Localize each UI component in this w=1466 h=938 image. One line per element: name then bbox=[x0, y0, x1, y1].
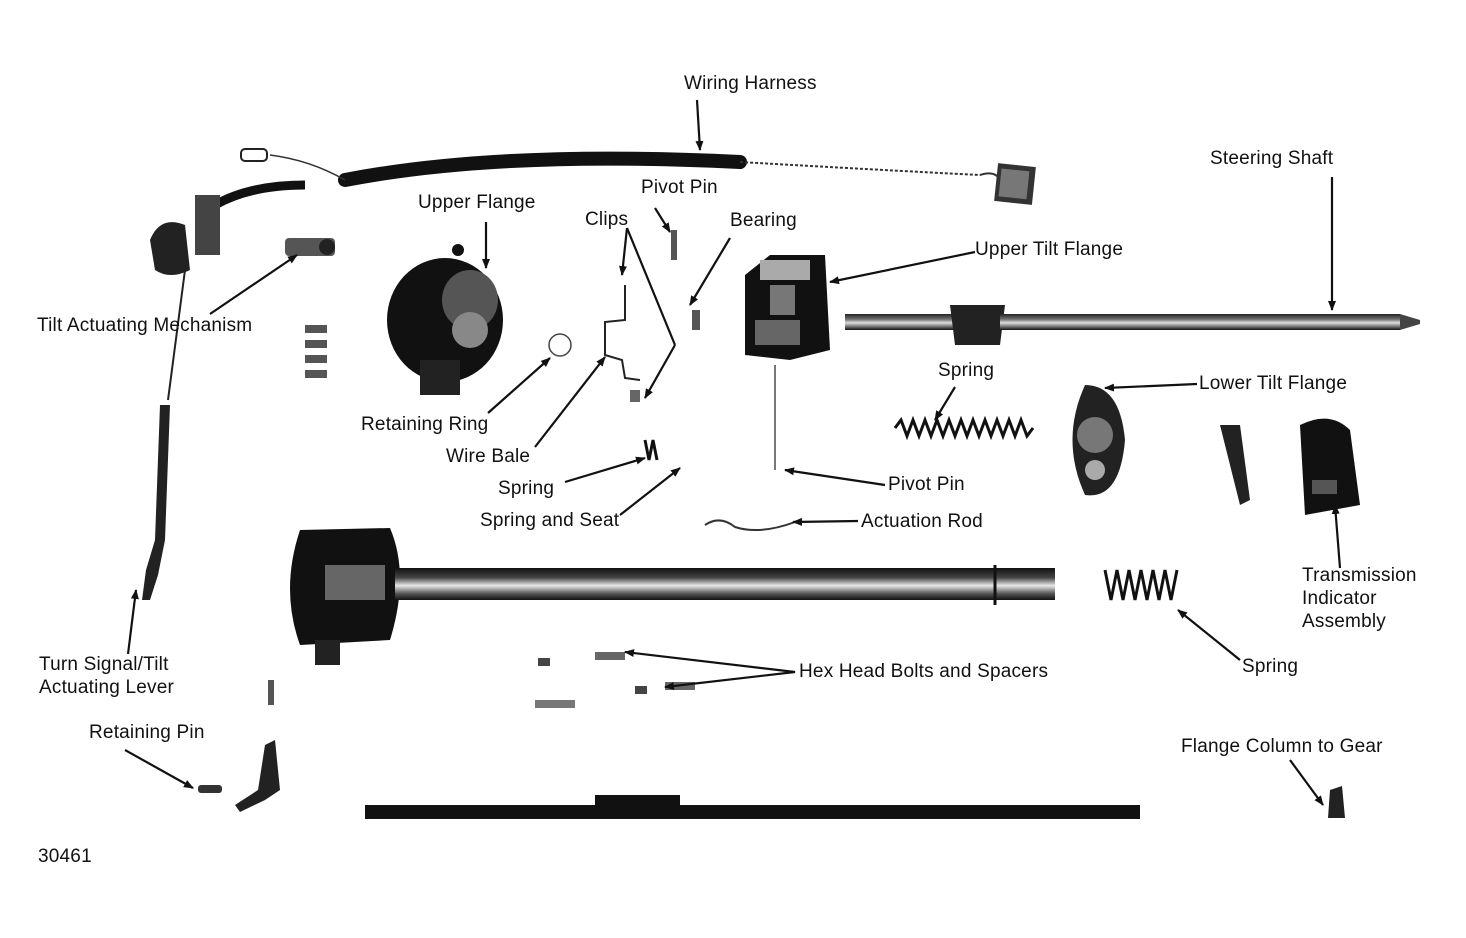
turn-signal-line1: Turn Signal/Tilt bbox=[39, 654, 169, 675]
lower-tilt-flange-part bbox=[1072, 385, 1250, 505]
lower-tilt-flange-label: Lower Tilt Flange bbox=[1199, 373, 1348, 394]
transmission-indicator-label: Transmission Indicator Assembly bbox=[1302, 564, 1442, 633]
flange-column-label: Flange Column to Gear bbox=[1181, 736, 1383, 757]
figure-number: 30461 bbox=[38, 846, 92, 867]
wiring-harness-label: Wiring Harness bbox=[684, 73, 817, 94]
wire-bale-part bbox=[604, 230, 700, 402]
actuation-rod-label: Actuation Rod bbox=[861, 511, 983, 532]
retaining-pin-part bbox=[198, 680, 280, 812]
spring-right-label: Spring bbox=[1242, 656, 1299, 677]
hex-head-bolts-label: Hex Head Bolts and Spacers bbox=[799, 661, 1049, 682]
turn-signal-lever-label: Turn Signal/Tilt Actuating Lever bbox=[39, 653, 219, 699]
turn-signal-line2: Actuating Lever bbox=[39, 677, 175, 698]
leader-arrows bbox=[124, 99, 1342, 806]
spring-and-seat-label: Spring and Seat bbox=[480, 510, 620, 531]
bearing-label: Bearing bbox=[730, 210, 797, 231]
upper-flange-part bbox=[387, 244, 572, 395]
steering-shaft-label: Steering Shaft bbox=[1210, 148, 1334, 169]
wire-bale-label: Wire Bale bbox=[446, 446, 531, 467]
retaining-pin-label: Retaining Pin bbox=[89, 722, 205, 743]
upper-flange-label: Upper Flange bbox=[418, 192, 536, 213]
spring-right-part bbox=[1103, 569, 1179, 601]
spring-coil-label: Spring bbox=[938, 360, 995, 381]
actuation-rod-part bbox=[704, 519, 796, 532]
transmission-indicator-line3: Assembly bbox=[1302, 611, 1386, 632]
transmission-indicator-line1: Transmission bbox=[1302, 565, 1417, 586]
base-bar-part bbox=[365, 786, 1345, 819]
column-jacket-part bbox=[290, 528, 1055, 665]
retaining-ring-label: Retaining Ring bbox=[361, 414, 489, 435]
small-spring-part bbox=[643, 439, 659, 461]
tilt-actuating-mechanism-label: Tilt Actuating Mechanism bbox=[37, 315, 253, 336]
pivot-pin-top-label: Pivot Pin bbox=[641, 177, 718, 198]
steering-shaft-part bbox=[845, 305, 1420, 345]
wiring-harness-part bbox=[212, 148, 1036, 209]
spring-small-label: Spring bbox=[498, 478, 555, 499]
upper-tilt-flange-label: Upper Tilt Flange bbox=[975, 239, 1124, 260]
pivot-pin-lower-label: Pivot Pin bbox=[888, 474, 965, 495]
spring-coil-part bbox=[893, 415, 1035, 441]
hex-bolts-part bbox=[535, 652, 695, 708]
transmission-indicator-part bbox=[1300, 418, 1360, 515]
clips-label: Clips bbox=[585, 209, 629, 230]
tilt-mechanism-part bbox=[142, 195, 335, 600]
upper-tilt-flange-part bbox=[745, 255, 830, 470]
transmission-indicator-line2: Indicator bbox=[1302, 588, 1377, 609]
